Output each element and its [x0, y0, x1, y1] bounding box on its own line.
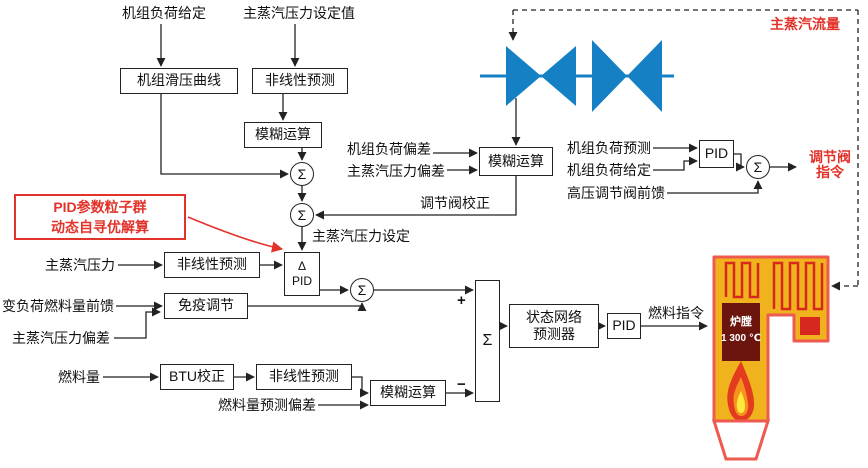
- label-valve-correction: 调节阀校正: [420, 195, 490, 211]
- furnace-graphic: 炉膛 1 300 ℃: [711, 255, 830, 461]
- flame-icon: [727, 361, 755, 421]
- superheater-coil-right: [772, 261, 824, 311]
- pid-opt-line2: 动态自寻优解算: [51, 219, 149, 235]
- pid-block-valve: PID: [699, 140, 734, 168]
- label-unit-load-setpoint: 机组负荷给定: [122, 5, 206, 21]
- label-fuel-prediction-deviation: 燃料量预测偏差: [218, 397, 316, 413]
- sum-junction-3: Σ: [350, 278, 374, 302]
- furnace-temperature-label: 1 300 ℃: [721, 333, 761, 344]
- label-main-steam-flow: 主蒸汽流量: [770, 16, 840, 32]
- pid-block-fuel: PID: [607, 313, 641, 339]
- label-fuel-quantity: 燃料量: [58, 369, 100, 385]
- minus-sign: −: [457, 376, 466, 393]
- label-unit-load-setpoint-right: 机组负荷给定: [567, 162, 651, 178]
- state-network-predictor-block: 状态网络 预测器: [509, 304, 599, 348]
- solid-connectors: [103, 24, 797, 410]
- pid-particle-swarm-optimizer-block: PID参数粒子群 动态自寻优解算: [14, 194, 186, 240]
- fuzzy-calc-block-2: 模糊运算: [479, 147, 553, 176]
- pid-optimizer-arrow: [187, 216, 284, 253]
- label-unit-load-deviation: 机组负荷偏差: [347, 141, 431, 157]
- superheater-coil-left: [724, 261, 760, 299]
- pid-opt-line1: PID参数粒子群: [53, 198, 147, 215]
- label-pressure-deviation-2: 主蒸汽压力偏差: [12, 330, 110, 346]
- furnace-chamber-dark: [722, 303, 760, 361]
- label-pressure-deviation-1: 主蒸汽压力偏差: [347, 163, 445, 179]
- label-pressure-setting: 主蒸汽压力设定: [312, 228, 410, 244]
- sum-junction-1: Σ: [290, 162, 314, 186]
- fuzzy-calc-block-1: 模糊运算: [244, 122, 322, 148]
- main-sum-block: Σ: [475, 280, 500, 402]
- furnace-chamber-label: 炉膛: [730, 314, 752, 328]
- label-unit-load-prediction: 机组负荷预测: [567, 140, 651, 156]
- label-valve-command: 调节阀 指令: [809, 149, 851, 181]
- label-fuel-command: 燃料指令: [648, 305, 704, 321]
- dashed-steam-flow-line: [508, 9, 859, 291]
- sum-junction-2: Σ: [290, 203, 314, 227]
- sliding-pressure-curve-block: 机组滑压曲线: [120, 68, 238, 94]
- nonlinear-prediction-block-1: 非线性预测: [252, 68, 348, 94]
- label-main-steam-pressure: 主蒸汽压力: [45, 257, 115, 273]
- turbine-icon: [480, 40, 674, 112]
- label-main-steam-pressure-setpoint: 主蒸汽压力设定值: [243, 5, 355, 21]
- plus-sign: +: [457, 292, 466, 309]
- immune-regulation-block: 免疫调节: [164, 293, 248, 319]
- boiler-furnace-icon: 炉膛 1 300 ℃: [710, 253, 832, 465]
- delta-pid-block: Δ PID: [284, 252, 320, 296]
- label-variable-load-fuel-feedforward: 变负荷燃料量前馈: [2, 298, 114, 314]
- sum-junction-valve: Σ: [746, 155, 770, 179]
- nonlinear-prediction-block-3: 非线性预测: [256, 364, 352, 390]
- pid-label-small: PID: [291, 274, 312, 288]
- nonlinear-prediction-block-2: 非线性预测: [164, 252, 260, 278]
- label-hp-valve-feedforward: 高压调节阀前馈: [567, 185, 665, 201]
- fuzzy-calc-block-3: 模糊运算: [370, 380, 446, 406]
- delta-symbol: Δ: [297, 259, 306, 273]
- ash-hopper: [711, 419, 771, 461]
- economizer-block: [800, 317, 820, 335]
- btu-correction-block: BTU校正: [160, 364, 234, 390]
